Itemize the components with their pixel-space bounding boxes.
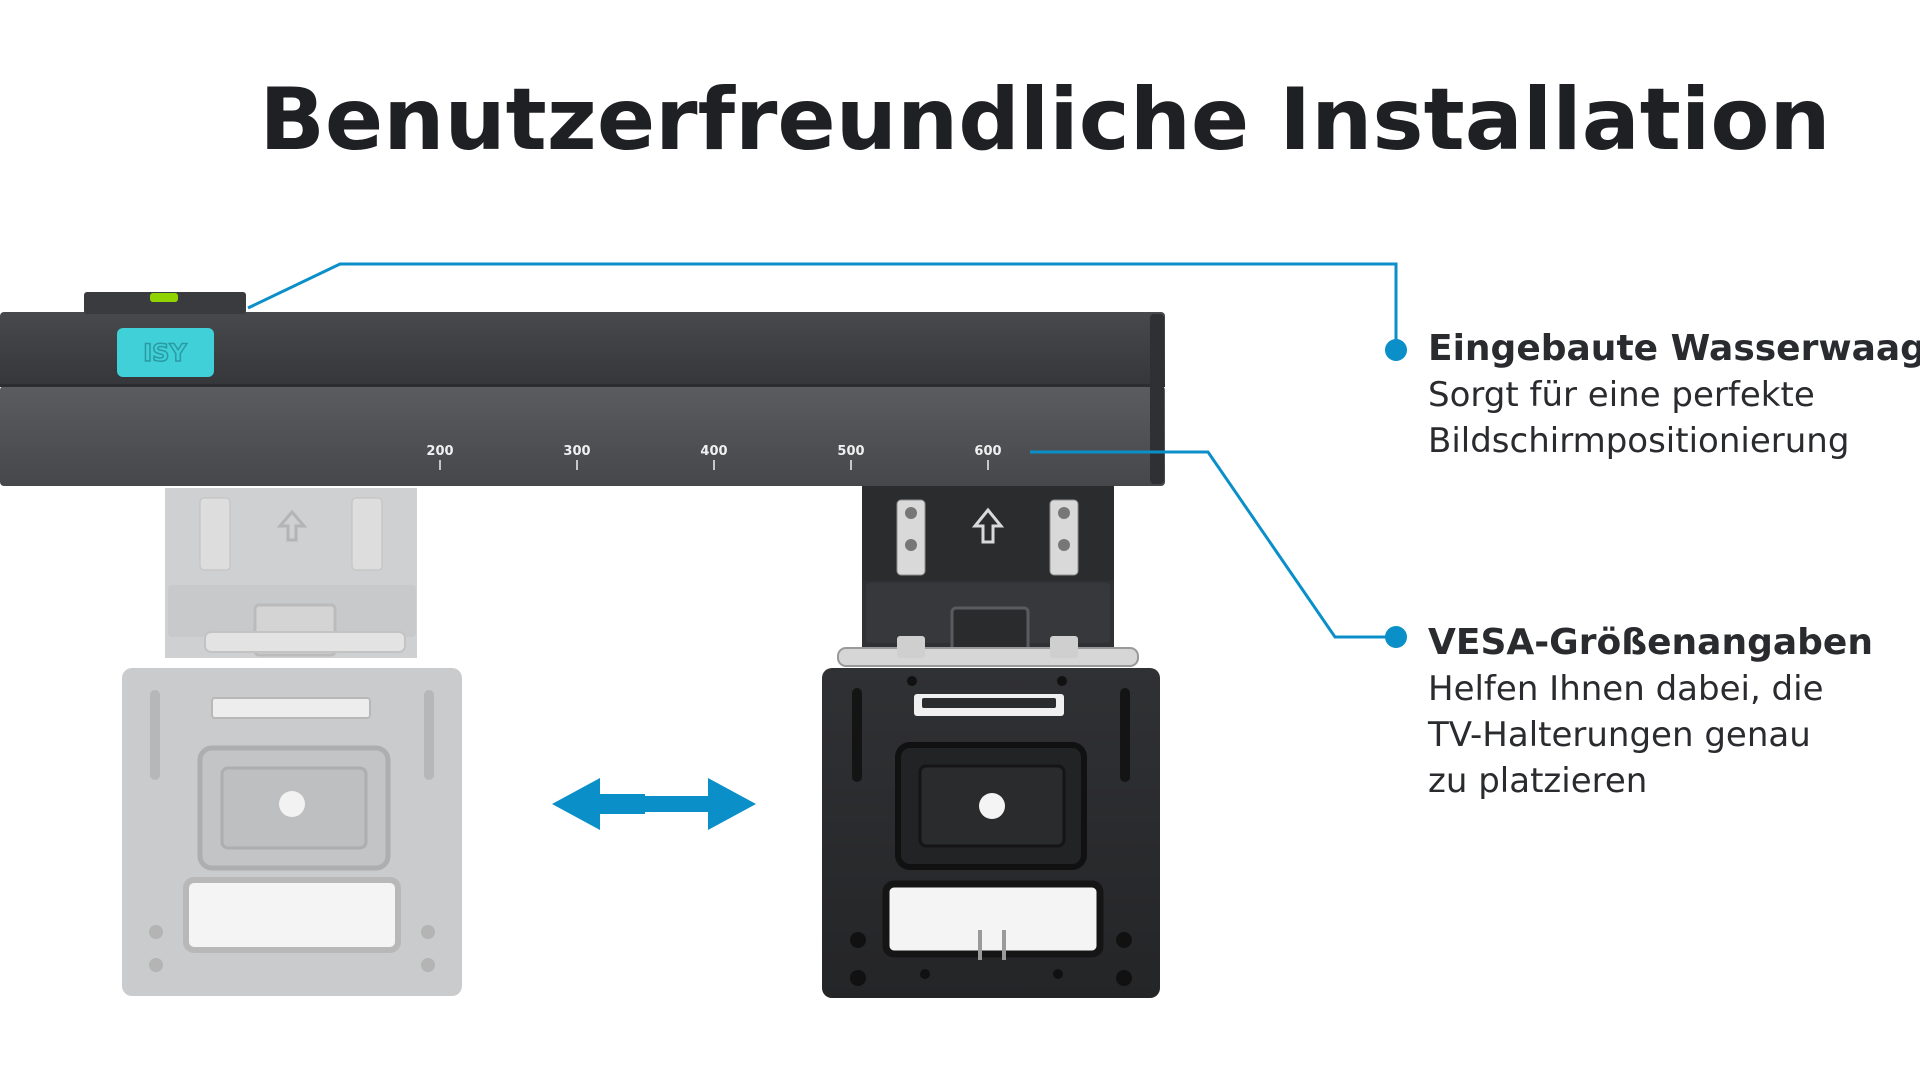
scale-label: 500 bbox=[837, 444, 864, 459]
callout-dot-icon bbox=[1385, 339, 1407, 361]
bubble-level-icon bbox=[84, 292, 246, 314]
wall-rail: ISY 200 300 400 500 600 bbox=[0, 292, 1165, 486]
scale-label: 200 bbox=[426, 444, 453, 459]
double-arrow-icon bbox=[552, 778, 756, 830]
feature-line: Helfen Ihnen dabei, die bbox=[1428, 669, 1824, 709]
feature-heading: Eingebaute Wasserwaage bbox=[1428, 328, 1920, 369]
brand-badge-text: ISY bbox=[143, 339, 187, 367]
up-arrow-icon bbox=[971, 507, 1005, 544]
scale-label: 400 bbox=[700, 444, 727, 459]
active-bracket bbox=[822, 486, 1160, 998]
feature-line: zu platzieren bbox=[1428, 761, 1648, 801]
feature-vesa: VESA-Größenangaben Helfen Ihnen dabei, d… bbox=[1428, 620, 1873, 804]
feature-line: Sorgt für eine perfekte bbox=[1428, 375, 1815, 415]
scale-label: 600 bbox=[974, 444, 1001, 459]
scale-label: 300 bbox=[563, 444, 590, 459]
callout-dot-icon bbox=[1385, 626, 1407, 648]
ghost-bracket bbox=[122, 488, 462, 996]
callout-lines bbox=[247, 262, 1398, 639]
brand-badge bbox=[117, 328, 214, 377]
feature-heading: VESA-Größenangaben bbox=[1428, 622, 1873, 663]
vesa-scale: 200 300 400 500 600 bbox=[426, 444, 1002, 470]
page-title: Benutzerfreundliche Installation bbox=[259, 70, 1831, 170]
feature-line: Bildschirmpositionierung bbox=[1428, 421, 1850, 461]
feature-line: TV-Halterungen genau bbox=[1428, 715, 1811, 755]
feature-level: Eingebaute Wasserwaage Sorgt für eine pe… bbox=[1428, 326, 1920, 464]
